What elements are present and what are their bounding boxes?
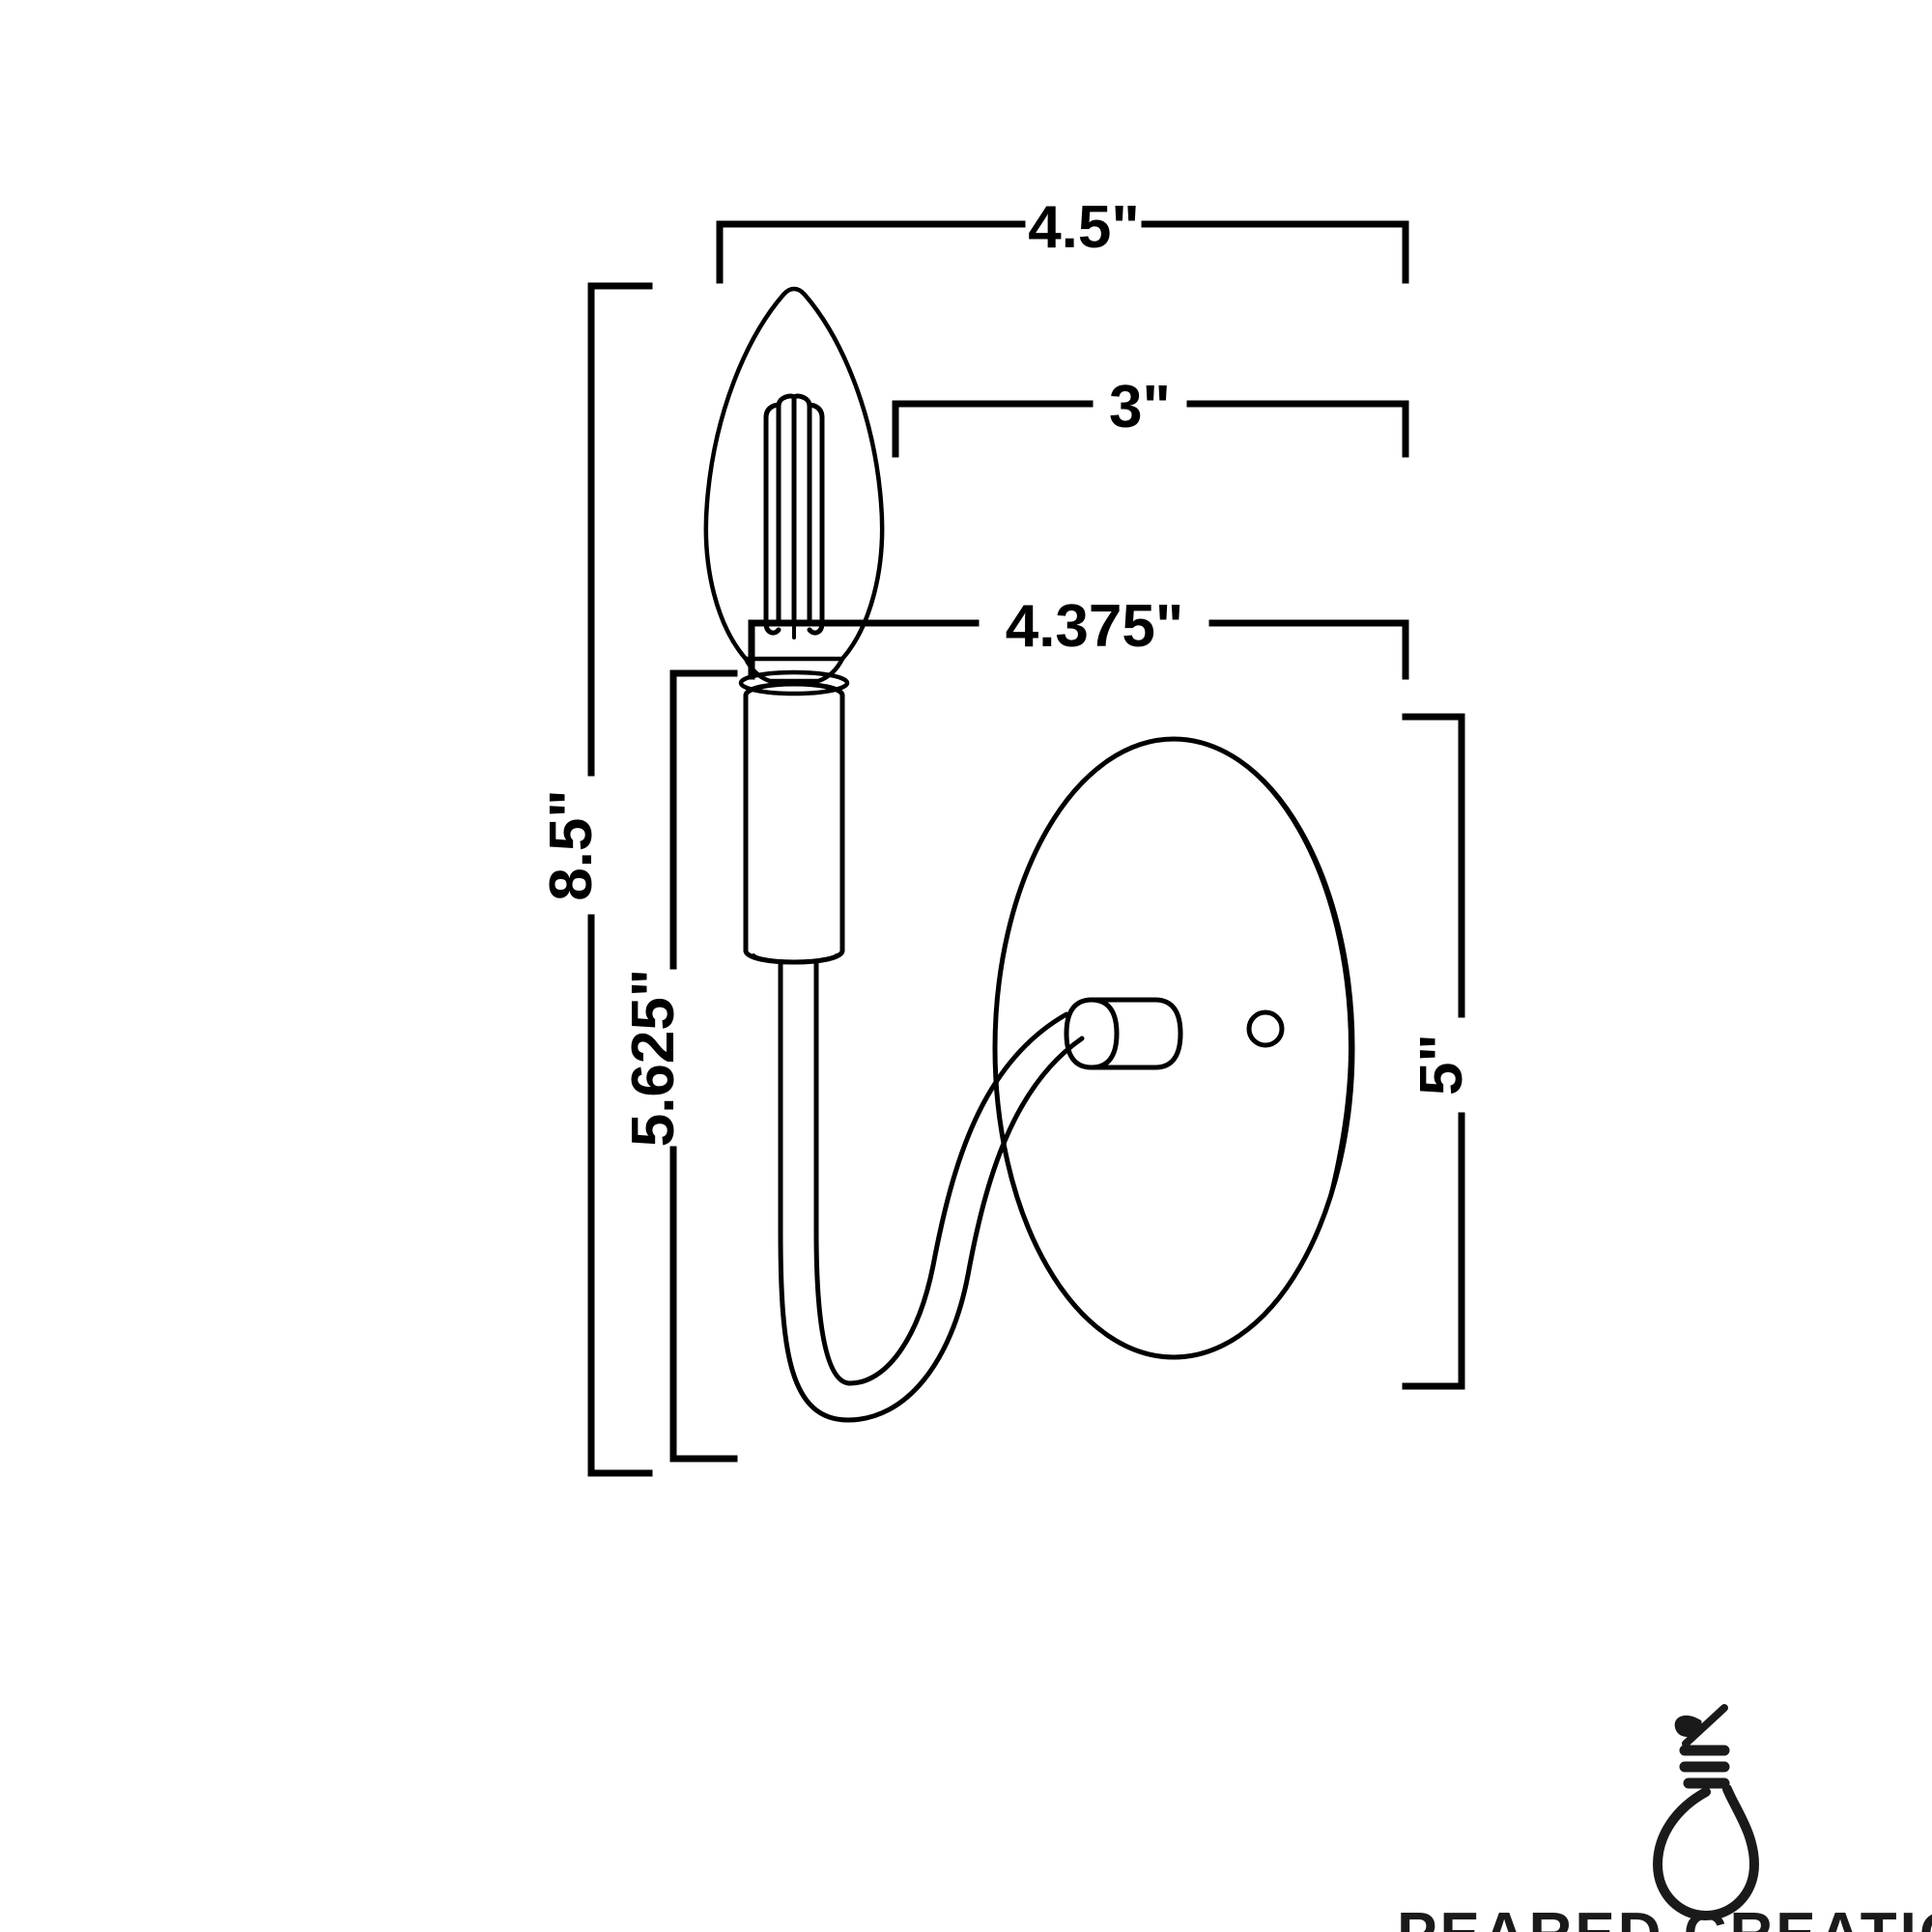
- dim-line-socket-top: [748, 619, 1409, 680]
- dim-line-bulb-height: [892, 400, 1409, 458]
- arm-collar-body: [1089, 997, 1183, 1070]
- bulb-glass-outline: [703, 286, 885, 662]
- dimension-labels: 4.5" 3" 4.375" 8.5" 5.625" 5": [538, 194, 1475, 1147]
- brand-logo: PEARED CREATION BRING THE PAST TO LIGHT: [1397, 1704, 1932, 1932]
- dimension-lines: [587, 220, 1465, 1477]
- socket-sleeve-top-arc: [743, 681, 845, 698]
- bulb-base-shoulder: [743, 656, 845, 684]
- dim-line-height-overall: [587, 282, 653, 1477]
- arm-collar-ring: [1064, 997, 1120, 1070]
- socket-sleeve-bottom-inner-arc: [752, 953, 838, 964]
- dim-label-height-body: 5.625": [620, 969, 687, 1148]
- product-outline: [703, 286, 1355, 1423]
- backplate-screw-hole: [1246, 1009, 1285, 1048]
- logo-brand-name: PEARED CREATION: [1397, 1901, 1932, 1932]
- dim-label-width-overall: 4.5": [1028, 194, 1140, 261]
- dim-label-bulb-height: 3": [1109, 374, 1171, 440]
- dim-line-height-body: [669, 669, 738, 1463]
- arm-curve-inner: [813, 1011, 1069, 1386]
- dim-line-backplate-height: [1402, 713, 1465, 1390]
- dim-label-height-overall: 8.5": [538, 789, 605, 901]
- dim-line-width-overall: [716, 220, 1409, 284]
- dim-label-backplate-height: 5": [1408, 1034, 1475, 1095]
- backplate-inner-edge: [1172, 737, 1352, 1195]
- pear-bulb-icon: [1653, 1704, 1759, 1920]
- bulb-base-ellipse: [738, 669, 850, 696]
- arm-curve-outer: [778, 1036, 1085, 1423]
- dim-label-socket-top: 4.375": [1006, 593, 1184, 660]
